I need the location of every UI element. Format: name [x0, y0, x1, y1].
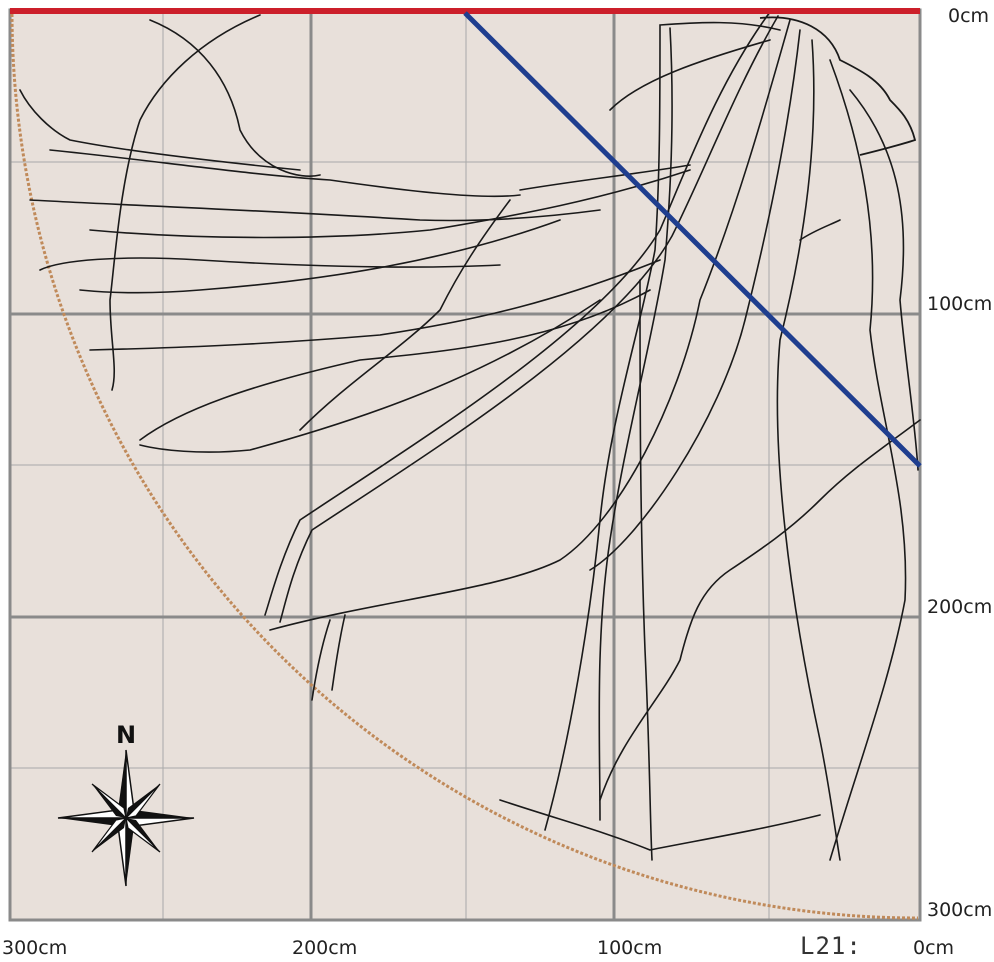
- compass-north-label: N: [116, 721, 137, 749]
- y-label-0: 0cm: [948, 5, 990, 27]
- crown-outline: [759, 16, 917, 156]
- x-label-0: 0cm: [913, 937, 955, 959]
- x-label-100: 100cm: [597, 937, 663, 959]
- y-label-300: 300cm: [927, 899, 993, 921]
- figure-code: L21:: [800, 932, 862, 960]
- compass-rose-icon: [57, 749, 195, 887]
- root-drawing: [19, 11, 921, 861]
- y-label-200: 200cm: [927, 596, 993, 618]
- diagonal-reference-line: [463, 11, 922, 468]
- x-label-200: 200cm: [292, 937, 358, 959]
- y-label-100: 100cm: [927, 293, 993, 315]
- x-label-300: 300cm: [2, 937, 68, 959]
- reach-arc: [10, 13, 919, 920]
